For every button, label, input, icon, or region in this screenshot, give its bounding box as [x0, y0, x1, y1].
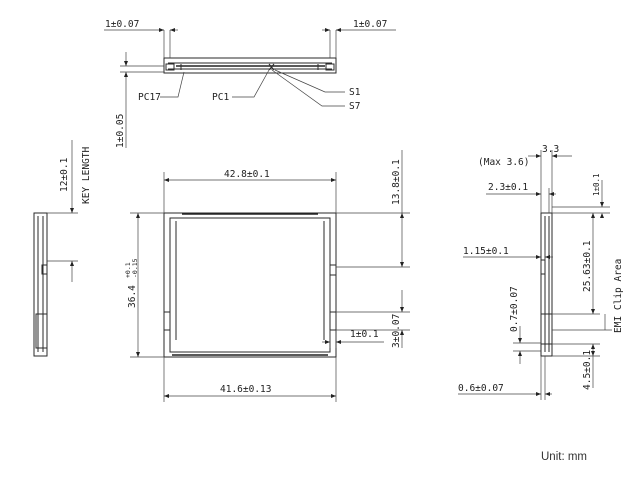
front-right-1: 1±0.1: [350, 329, 379, 340]
front-width-bottom: 41.6±0.13: [220, 384, 271, 395]
label-pc1: PC1: [212, 92, 229, 103]
side-view-outline: [540, 212, 553, 357]
top-view-outline: [163, 57, 337, 74]
side-dim-0-6: 0.6±0.07: [458, 383, 504, 394]
top-view: 1±0.07 1±0.07 1±0.05 PC17 PC1 S1 S7: [104, 19, 396, 148]
front-view: 42.8±0.1 41.6±0.13 36.4 +0.1 -0.15 13.8±…: [124, 150, 410, 402]
front-height-tol-upper: +0.1: [124, 262, 132, 278]
side-view: 3.3 (Max 3.6) 2.3±0.1 1±0.1 1.15±0.1 0.7…: [458, 144, 624, 400]
top-right-tolerance: 1±0.07: [353, 19, 387, 30]
key-length-label: KEY LENGTH: [81, 147, 92, 204]
left-view: 12±0.1 KEY LENGTH: [33, 140, 92, 357]
top-left-tolerance: 1±0.07: [105, 19, 139, 30]
left-view-outline: [33, 212, 48, 357]
side-thickness: 3.3: [542, 144, 559, 155]
side-thickness-max: (Max 3.6): [478, 157, 529, 168]
side-dim-25-63: 25.63±0.1: [582, 240, 593, 292]
emi-clip-area-label: EMI Clip Area: [613, 259, 624, 333]
front-height: 36.4: [127, 285, 138, 308]
side-dim-1: 1±0.1: [592, 173, 601, 196]
front-width-top: 42.8±0.1: [224, 169, 270, 180]
side-dim-2-3: 2.3±0.1: [488, 182, 528, 193]
front-view-outline: [163, 212, 337, 358]
front-right-3: 3±0.07: [391, 314, 402, 348]
label-s7: S7: [349, 101, 360, 112]
top-vertical-tolerance: 1±0.05: [115, 114, 126, 148]
side-dim-0-7: 0.7±0.07: [509, 286, 520, 332]
label-s1: S1: [349, 87, 361, 98]
key-length-dimension: 12±0.1: [59, 157, 70, 192]
front-height-tol-lower: -0.15: [131, 258, 139, 278]
side-dim-1-15: 1.15±0.1: [463, 246, 509, 257]
front-right-13-8: 13.8±0.1: [391, 159, 402, 205]
label-pc17: PC17: [138, 92, 161, 103]
side-dim-4-5: 4.5±0.1: [582, 350, 593, 390]
unit-label: Unit: mm: [541, 451, 587, 463]
